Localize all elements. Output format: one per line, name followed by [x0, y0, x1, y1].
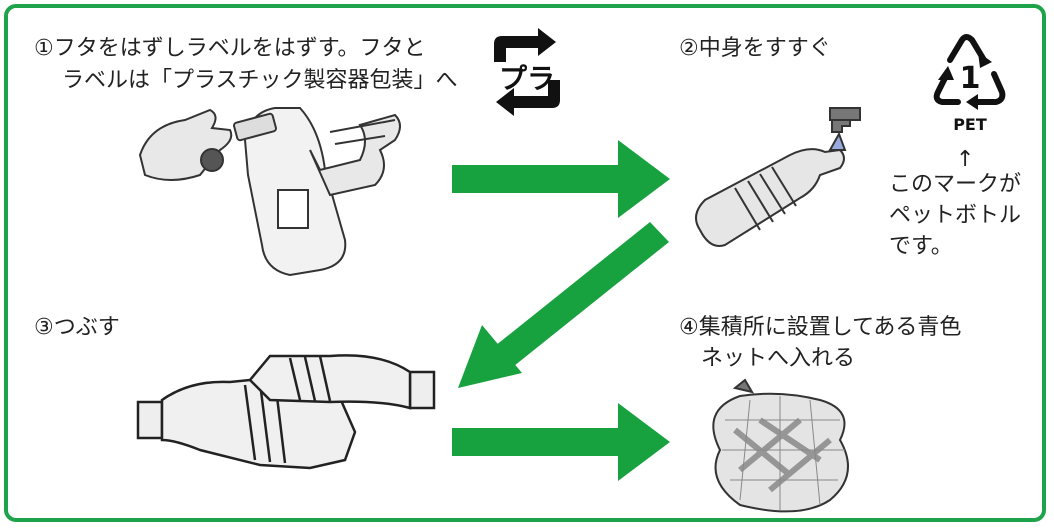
rinse-bottle-illustration	[695, 107, 861, 247]
plastic-recycle-mark-icon: プラ	[494, 28, 560, 116]
pet-desc-line3: です。	[889, 234, 953, 259]
step3-text: ③つぶす	[34, 315, 120, 340]
flow-arrow-1-to-2	[452, 140, 670, 218]
pet-recycle-mark-icon: 1 PET	[933, 34, 1006, 134]
pet-desc-line2: ペットボトル	[889, 203, 1022, 228]
flow-arrow-3-to-4	[452, 403, 670, 481]
step4-line1: ④集積所に設置してある青色	[679, 315, 962, 340]
step1-line2: ラベルは「プラスチック製容器包装」へ	[62, 68, 458, 93]
crushed-bottles-illustration	[136, 354, 436, 470]
step1-line1: ①フタをはずしラベルをはずす。フタと	[34, 36, 426, 61]
net-bag-illustration	[712, 378, 849, 513]
pet-mark-label: PET	[953, 115, 987, 134]
plastic-mark-label: プラ	[499, 62, 555, 95]
pet-mark-number: 1	[960, 61, 981, 96]
remove-cap-label-illustration	[138, 107, 401, 277]
step2-text: ②中身をすすぐ	[679, 36, 831, 61]
pet-arrow-up: ↑	[956, 147, 975, 172]
flow-arrow-2-to-3	[458, 222, 669, 388]
pet-desc-line1: このマークが	[889, 172, 1022, 197]
step4-line2: ネットへ入れる	[701, 346, 856, 371]
